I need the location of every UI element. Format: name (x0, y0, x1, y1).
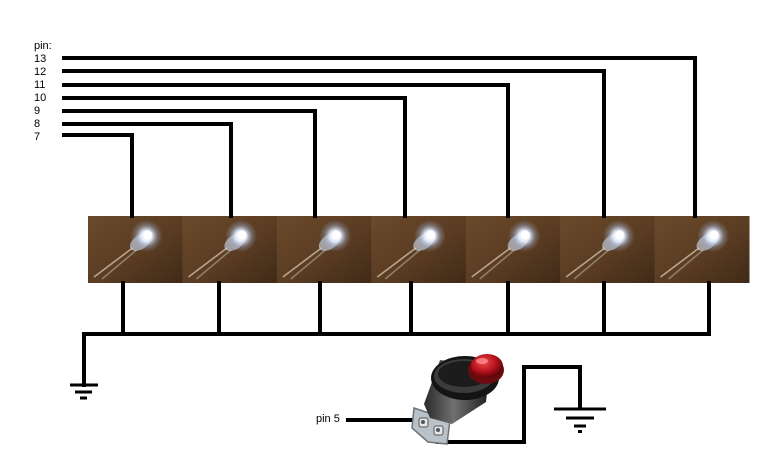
wire-button-to-ground (436, 365, 582, 444)
ground-symbol-icon (70, 383, 98, 400)
wire-pin-11 (62, 83, 510, 218)
pin-label-7: 7 (34, 131, 40, 143)
wire-pin-13 (62, 56, 697, 218)
ground-bus (82, 281, 711, 387)
pin-label-11: 11 (34, 79, 45, 91)
led-photo-icon (182, 216, 278, 283)
pin-label-10: 10 (34, 92, 46, 104)
ground-bus-line (82, 332, 711, 387)
pin-header-label: pin: (34, 40, 52, 52)
wire-pin-8 (62, 122, 233, 218)
led-photo-icon (560, 216, 656, 283)
ground-symbol-icon (554, 407, 606, 433)
wire-pin-10 (62, 96, 407, 218)
led-photo-icon (371, 216, 467, 283)
pin-label-9: 9 (34, 105, 40, 117)
pin-label-8: 8 (34, 118, 40, 130)
led-photo-icon (465, 216, 561, 283)
pin-wires (62, 56, 697, 218)
wire-pin-12 (62, 69, 606, 218)
push-button-icon (411, 354, 504, 445)
led-photo-icon (654, 216, 750, 283)
led-photo-icon (276, 216, 372, 283)
wire-pin-7 (62, 133, 134, 218)
button-pin-label: pin 5 (316, 413, 340, 425)
led-photo-icon (88, 216, 183, 283)
led-strip (88, 216, 750, 283)
pin-label-13: 13 (34, 53, 46, 65)
pin-label-12: 12 (34, 66, 46, 78)
wire-pin-9 (62, 109, 317, 218)
